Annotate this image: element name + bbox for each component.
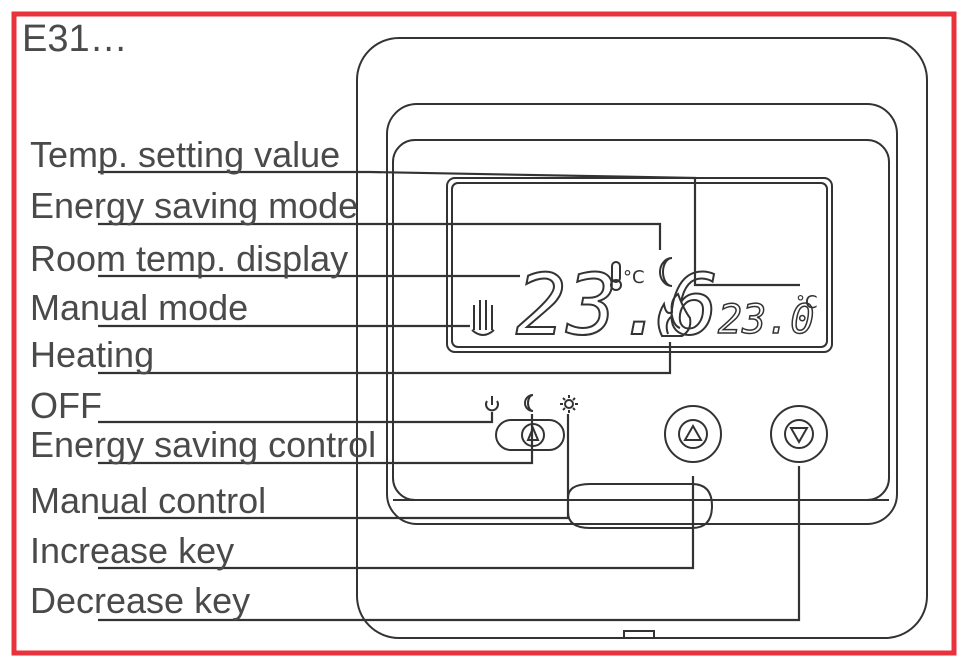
label-increase-key: Increase key xyxy=(30,530,235,571)
bottom-slot xyxy=(567,483,714,529)
model-label: E31… xyxy=(22,18,128,60)
hand-icon xyxy=(471,300,495,336)
leader-increase-key xyxy=(98,476,695,570)
label-manual-control: Manual control xyxy=(30,480,267,521)
callout-lines xyxy=(98,170,801,622)
leader-off xyxy=(98,412,494,424)
down-arrow-icon xyxy=(789,427,809,445)
sun-icon xyxy=(560,395,578,413)
lcd-moon-icon xyxy=(659,257,673,287)
leader-temp-setting xyxy=(98,170,800,287)
set-temp-unit: °C xyxy=(796,292,818,313)
label-decrease-key: Decrease key xyxy=(30,580,251,621)
lcd-unit-small: °C xyxy=(623,267,645,288)
label-energy-saving-control: Energy saving control xyxy=(30,424,377,465)
room-temp-display: 23.6 xyxy=(516,256,718,354)
leader-decrease-key xyxy=(98,466,801,622)
label-heating: Heating xyxy=(30,334,155,375)
label-temp-setting: Temp. setting value xyxy=(30,134,341,175)
leader-manual-control xyxy=(98,414,570,520)
decrease-key[interactable] xyxy=(770,405,828,463)
mode-slide-switch[interactable] xyxy=(495,419,565,451)
thermometer-icon xyxy=(610,261,622,291)
up-arrow-icon xyxy=(683,423,703,441)
thermostat-body xyxy=(356,37,928,639)
leader-heating xyxy=(98,342,672,375)
label-manual-mode: Manual mode xyxy=(30,287,249,328)
label-off: OFF xyxy=(30,385,102,426)
moon-icon xyxy=(524,394,534,412)
red-frame xyxy=(11,11,957,656)
flame-icon xyxy=(657,292,692,337)
set-temp-display: 23.0 xyxy=(718,297,814,343)
power-icon xyxy=(485,396,499,412)
leader-energy-saving-control xyxy=(98,414,534,465)
label-energy-saving-mode: Energy saving mode xyxy=(30,185,359,226)
label-room-temp-display: Room temp. display xyxy=(30,238,349,279)
leader-energy-saving xyxy=(98,222,662,250)
increase-key[interactable] xyxy=(664,405,722,463)
